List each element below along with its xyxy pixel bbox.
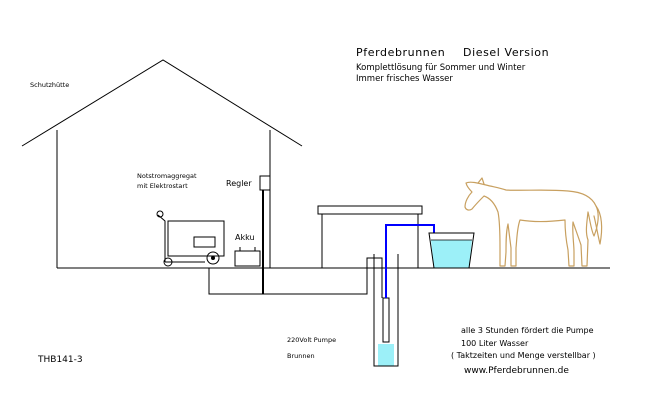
water-pipe [385,224,435,298]
drawing-code: THB141-3 [38,355,83,365]
subtitle-line-1: Komplettlösung für Sommer und Winter [356,63,526,73]
info-line-2: 100 Liter Wasser [461,339,529,348]
regulator-label: Regler [226,179,252,188]
website-link[interactable]: www.Pferdebrunnen.de [464,366,569,376]
battery [234,247,261,267]
hut-label: Schutzhütte [30,81,70,89]
regulator [259,175,271,294]
well [373,254,399,367]
cable [208,257,383,298]
generator-label-line-1: Notstromaggregat [137,172,197,180]
diagram-version: Diesel Version [463,46,550,59]
water-tub [428,232,475,269]
pump-label: 220Volt Pumpe [287,336,337,344]
battery-label: Akku [235,233,255,242]
info-line-3: ( Taktzeiten und Menge verstellbar ) [451,351,596,360]
info-line-1: alle 3 Stunden fördert die Pumpe [461,326,594,335]
well-label: Brunnen [287,352,315,360]
horse-illustration [464,177,603,267]
hut [21,59,303,268]
generator [156,210,225,267]
shelter [317,205,423,268]
generator-label-line-2: mit Elektrostart [137,182,188,190]
subtitle-line-2: Immer frisches Wasser [356,74,453,84]
diagram-title: Pferdebrunnen [356,46,446,59]
